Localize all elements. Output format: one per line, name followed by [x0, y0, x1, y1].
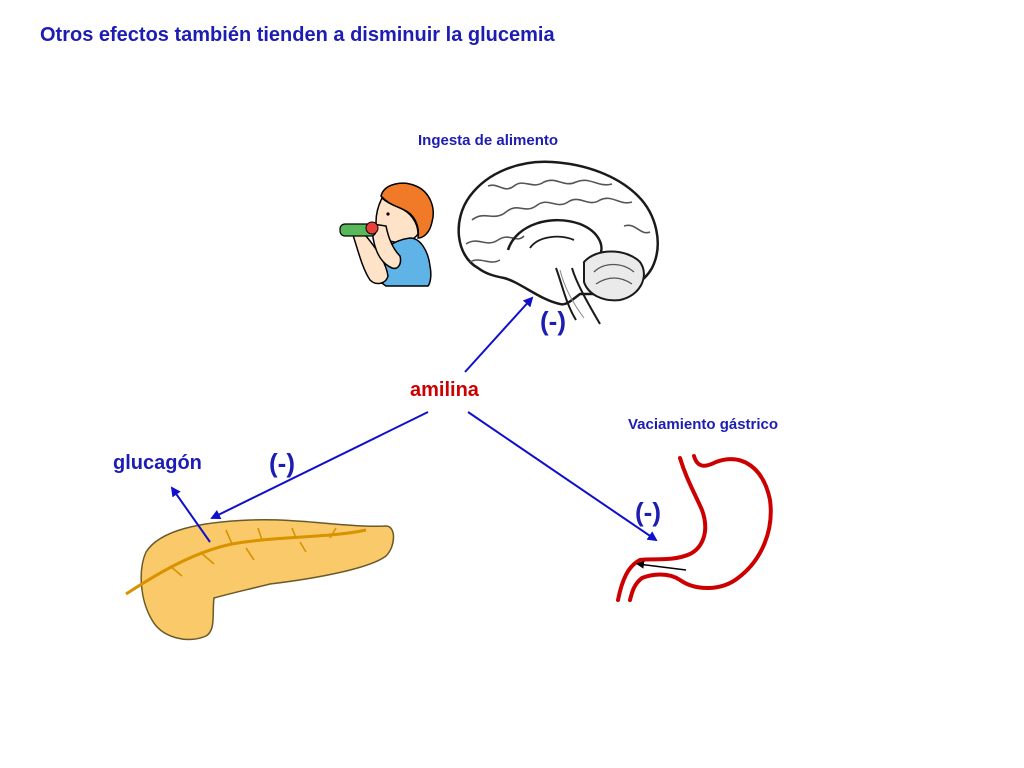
- inhibition-mark-pancreas: (-): [269, 448, 295, 478]
- label-ingesta-alimento: Ingesta de alimento: [418, 132, 559, 149]
- gastric-flow-arrow: [636, 560, 687, 571]
- arrow-to-brain: [464, 296, 534, 373]
- page-title: Otros efectos también tienden a disminui…: [40, 24, 555, 46]
- label-glucagon: glucagón: [113, 452, 202, 474]
- child-eating-icon: [339, 182, 434, 287]
- arrow-to-stomach: [467, 411, 658, 542]
- arrow-to-glucagon: [170, 486, 211, 543]
- arrow-to-pancreas: [210, 411, 429, 519]
- inhibition-mark-brain: (-): [540, 306, 566, 336]
- inhibition-mark-stomach: (-): [635, 497, 661, 527]
- pancreas-icon: [125, 518, 395, 641]
- label-amilina: amilina: [410, 379, 479, 401]
- label-vaciamiento-gastrico: Vaciamiento gástrico: [628, 416, 779, 433]
- brain-icon: [457, 160, 659, 325]
- stomach-icon: [616, 454, 773, 602]
